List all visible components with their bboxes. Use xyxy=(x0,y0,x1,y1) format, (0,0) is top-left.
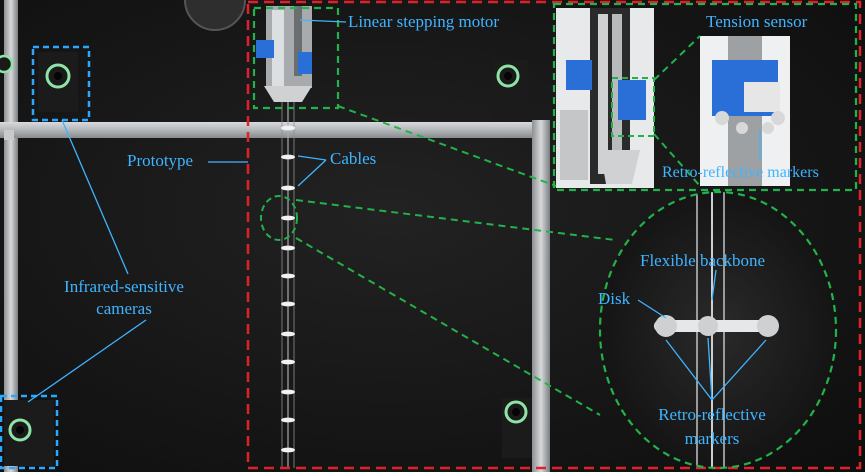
label-prototype: Prototype xyxy=(127,151,194,170)
label-retro-reflective-markers-top: Retro-reflective markers xyxy=(662,164,819,181)
aluminium-frame xyxy=(0,0,550,472)
label-flexible-backbone: Flexible backbone xyxy=(640,251,766,270)
ceiling-fixture xyxy=(184,0,246,31)
disk-circle xyxy=(260,195,298,241)
prototype-backbone xyxy=(281,102,295,468)
label-linear-stepping-motor: Linear stepping motor xyxy=(348,12,500,31)
camera-box-bottom xyxy=(0,394,59,470)
camera-box-top xyxy=(31,45,91,122)
camera-top-left xyxy=(38,52,78,112)
label-cables: Cables xyxy=(330,149,377,168)
zoom-inset xyxy=(600,192,836,468)
camera-bottom-left xyxy=(4,400,54,466)
leader-lines xyxy=(27,19,767,403)
motor-box xyxy=(252,6,340,110)
label-cameras-line2: cameras xyxy=(96,299,152,318)
tension-sensor-photo xyxy=(700,36,790,186)
sensor-box xyxy=(611,77,655,137)
prototype-box xyxy=(246,0,862,470)
motor-closeup-photo xyxy=(556,8,654,188)
motor-detail-box xyxy=(552,2,858,192)
zoom-connectors xyxy=(295,35,701,416)
camera-bottom-right xyxy=(502,398,532,458)
camera-top-left-edge xyxy=(0,54,14,74)
label-retro-reflective-markers-bottom-line1: Retro-reflective xyxy=(658,405,766,424)
label-tension-sensor: Tension sensor xyxy=(706,12,808,31)
label-retro-reflective-markers-bottom-line2: markers xyxy=(684,429,740,448)
label-cameras-line1: Infrared-sensitive xyxy=(64,277,184,296)
label-disk: Disk xyxy=(598,289,631,308)
zoom-circle xyxy=(598,190,838,470)
camera-top-right xyxy=(494,60,528,122)
